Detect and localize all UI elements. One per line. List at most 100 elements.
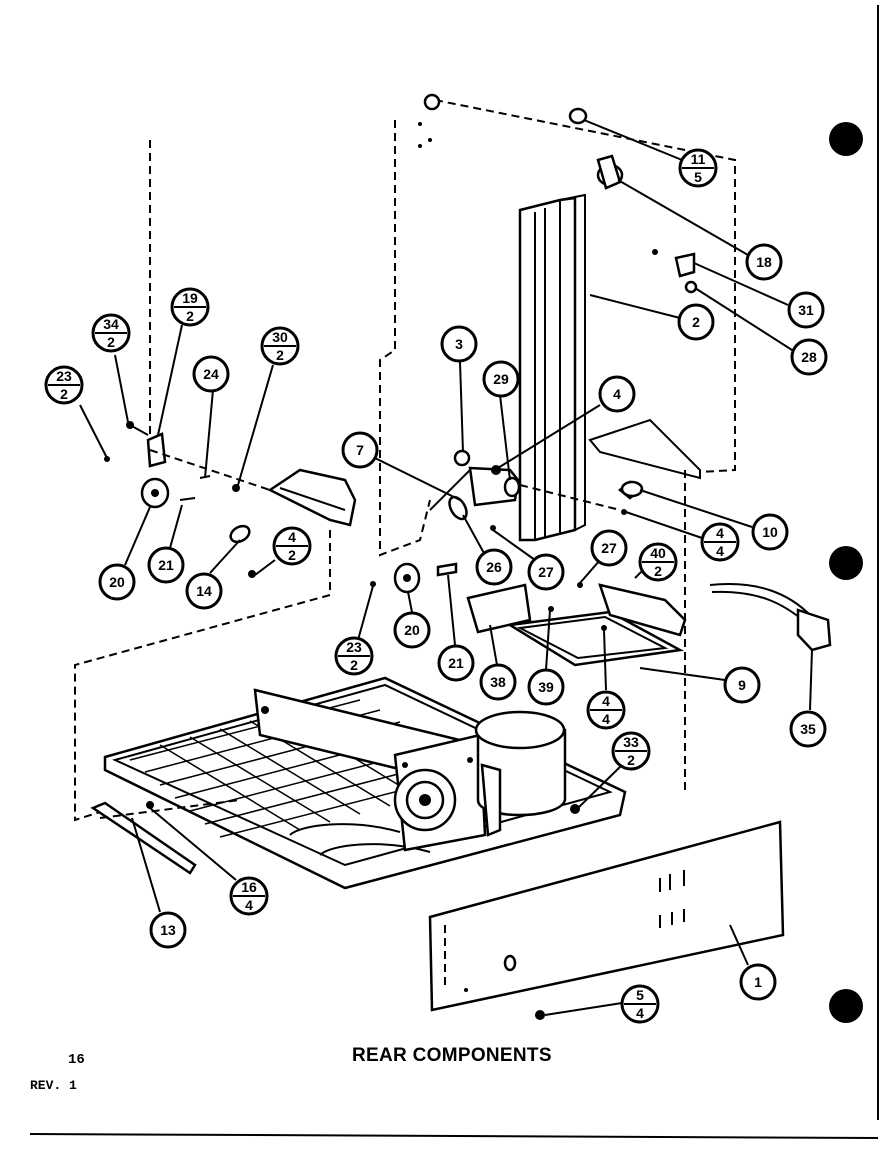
left-bracket-parts [104,421,357,578]
callout-quantity: 2 [654,563,662,579]
diagram-title: REAR COMPONENTS [352,1045,552,1066]
callout: 13 [149,911,187,949]
callout: 7 [341,431,379,469]
callout: 28 [790,338,828,376]
callout-quantity: 2 [350,657,358,673]
callout-number: 4 [613,386,621,402]
callout: 27 [590,529,628,567]
callout-number: 39 [538,679,554,695]
callout-number: 21 [158,557,174,573]
page-frame [29,5,879,1139]
power-cord [709,583,832,652]
callout-number: 9 [738,677,746,693]
callout-number: 27 [538,564,554,580]
callout-quantity: 2 [288,547,296,563]
callout-number: 2 [692,314,700,330]
center-bracket [429,449,644,531]
callout-number: 4 [602,693,610,709]
callout: 302 [260,326,300,366]
callout: 10 [751,513,789,551]
callout-number: 26 [486,559,502,575]
callout-quantity: 4 [245,897,253,913]
callout: 35 [789,710,827,748]
back-panel [379,93,736,557]
callout: 44 [586,690,626,730]
revision-label: REV. 1 [30,1078,77,1093]
page-number: 16 [68,1052,85,1068]
callout-quantity: 4 [716,543,724,559]
callout: 232 [334,636,374,676]
callout-number: 34 [103,316,119,332]
callout: 29 [482,360,520,398]
top-fittings [568,107,698,294]
callout-number: 27 [601,540,617,556]
callout-quantity: 2 [107,334,115,350]
callout-number: 20 [109,574,125,590]
callout: 1 [739,963,777,1001]
callout-quantity: 2 [60,386,68,402]
callout-number: 11 [691,151,706,167]
callout-number: 30 [272,329,288,345]
registration-dot-middle [829,546,863,580]
callout-quantity: 4 [602,711,610,727]
leader-lines [79,119,813,1016]
callout: 20 [393,611,431,649]
callout-quantity: 2 [186,308,194,324]
callout-number: 13 [160,922,176,938]
callout-quantity: 5 [694,169,702,185]
callout: 342 [91,313,131,353]
callout-number: 38 [490,674,506,690]
callout-number: 5 [636,987,644,1003]
callout: 20 [98,563,136,601]
callout-number: 16 [241,879,257,895]
callout-number: 10 [762,524,778,540]
callout-number: 1 [754,974,762,990]
callout-number: 24 [203,366,219,382]
callout: 115 [678,148,718,188]
callout-quantity: 2 [276,347,284,363]
callout-number: 4 [716,525,724,541]
callout-number: 20 [404,622,420,638]
callout-quantity: 4 [636,1005,644,1021]
callout-number: 33 [623,734,639,750]
callout: 14 [185,572,223,610]
registration-dot-top [829,122,863,156]
registration-dot-bottom [829,989,863,1023]
callout: 3 [440,325,478,363]
callout-number: 23 [346,639,362,655]
callout: 2 [677,303,715,341]
rear-access-panel [428,820,785,1020]
middle-small-parts [370,562,458,594]
callout: 27 [527,553,565,591]
callout: 44 [700,522,740,562]
callout-number: 29 [493,371,509,387]
compressor [474,710,580,837]
callout-number: 14 [196,583,212,599]
callout-number: 19 [182,290,198,306]
callout-number: 7 [356,442,364,458]
drain-pan [466,582,687,667]
callout-number: 3 [455,336,463,352]
callout-number: 28 [801,349,817,365]
callout-number: 35 [800,721,816,737]
callout: 31 [787,291,825,329]
callout: 9 [723,666,761,704]
callout: 24 [192,355,230,393]
fan-bracket [253,688,487,852]
callout-number: 31 [798,302,814,318]
left-frame [74,140,686,822]
callout-number: 21 [448,655,464,671]
callout: 232 [44,365,84,405]
callout: 18 [745,243,783,281]
callout-quantity: 2 [627,752,635,768]
callout-number: 23 [56,368,72,384]
callout: 39 [527,668,565,706]
callout: 42 [272,526,312,566]
callout: 192 [170,287,210,327]
callout: 402 [638,542,678,582]
callout: 54 [620,984,660,1024]
callout: 38 [479,663,517,701]
callout: 4 [598,375,636,413]
callout: 164 [229,876,269,916]
callout: 26 [475,548,513,586]
